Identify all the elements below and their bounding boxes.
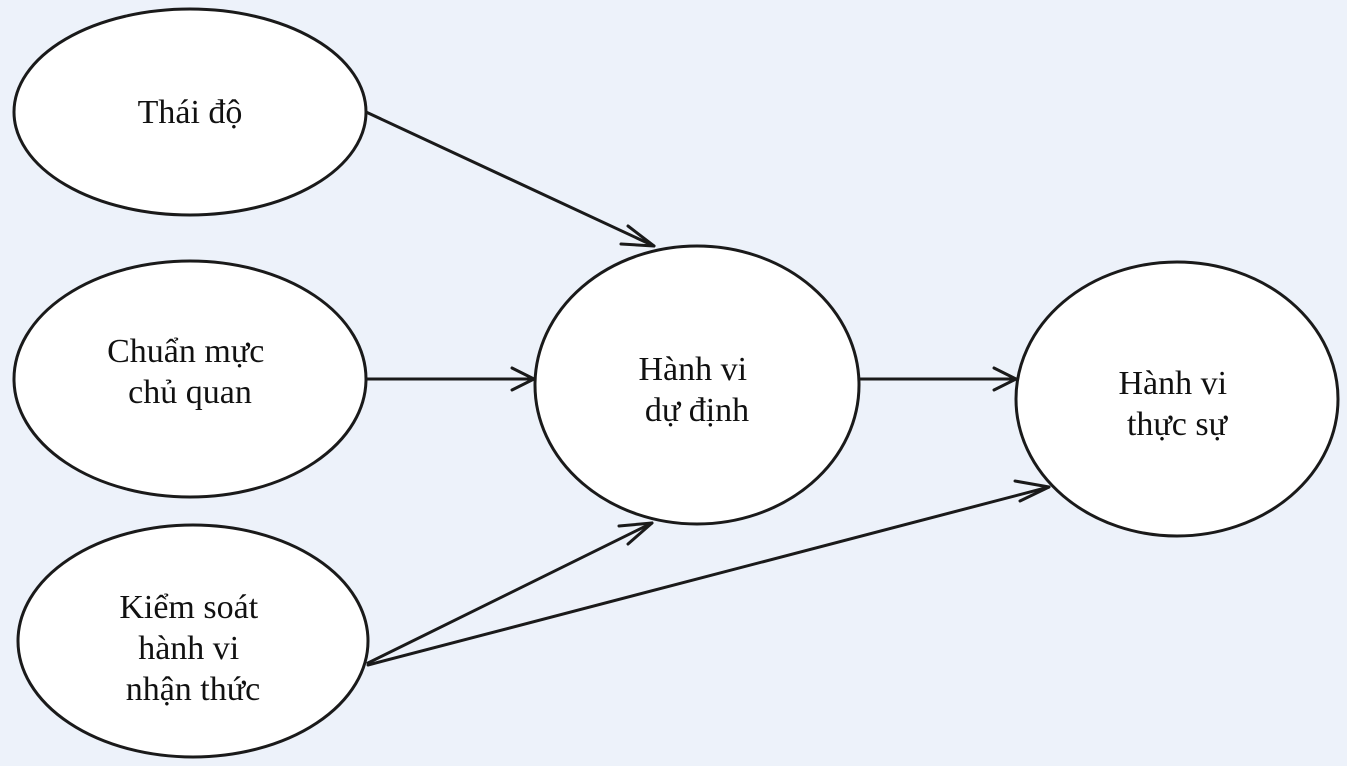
- node-perceived-control: Kiểm soát hành vi nhận thức: [16, 523, 370, 759]
- node-behavior-label-line-2: thực sự: [1127, 406, 1229, 443]
- edge-perceived-control-to-intention: [366, 521, 654, 665]
- node-subjective-norm-label-line-1: Chuẩn mực: [107, 333, 264, 370]
- node-intention-label-line-1: Hành vi: [638, 351, 747, 388]
- node-perceived-control-label-line-1: Kiểm soát: [119, 589, 258, 626]
- edge-attitude-to-intention: [364, 110, 656, 248]
- node-behavior: Hành vi thực sự: [1014, 260, 1340, 538]
- node-attitude-label-line-1: Thái độ: [138, 94, 243, 131]
- node-intention: Hành vi dự định: [533, 244, 861, 526]
- node-subjective-norm: Chuẩn mực chủ quan: [12, 259, 368, 499]
- node-behavior-label-line-1: Hành vi: [1118, 365, 1227, 402]
- edge-intention-to-behavior: [858, 366, 1018, 392]
- node-attitude: Thái độ: [12, 7, 368, 217]
- svg-text:Hành vi thực sự: Hành vi thực sự: [1118, 365, 1235, 443]
- svg-text:Chuẩn mực chủ quan: Chuẩn mực chủ quan: [107, 333, 273, 411]
- svg-text:Thái độ: Thái độ: [138, 94, 243, 131]
- node-intention-label-line-2: dự định: [645, 392, 749, 429]
- edge-perceived-control-to-behavior: [366, 479, 1051, 667]
- svg-text:Kiểm soát hành vi: Kiểm soát hành vi nhận thức: [119, 589, 266, 708]
- node-subjective-norm-label-line-2: chủ quan: [128, 374, 252, 411]
- node-perceived-control-label-line-2: hành vi: [138, 630, 239, 667]
- svg-text:Hành vi dự định: Hành vi dự định: [638, 351, 755, 429]
- edges: [364, 110, 1051, 667]
- edge-subjective-norm-to-intention: [364, 366, 536, 392]
- node-perceived-control-label-line-3: nhận thức: [126, 671, 261, 708]
